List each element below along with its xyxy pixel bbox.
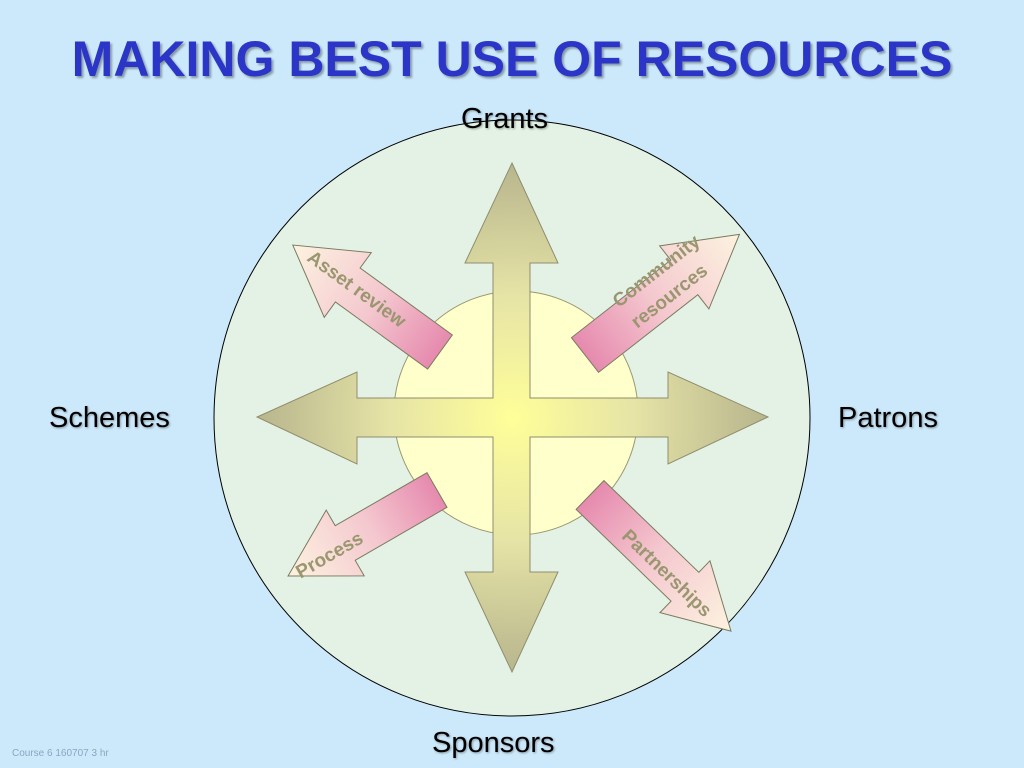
label-grants: Grants: [461, 103, 549, 135]
footer-note: Course 6 160707 3 hr: [12, 748, 109, 759]
inward-arrow-asset-review: [291, 244, 454, 370]
inward-arrow-process: [287, 471, 448, 577]
four-way-arrow: [255, 161, 770, 674]
label-patrons: Patrons: [838, 402, 938, 434]
inward-arrow-partnerships: [575, 479, 732, 632]
inward-arrow-community-resources: [570, 233, 741, 374]
slide-title: MAKING BEST USE OF RESOURCES: [71, 31, 953, 87]
label-schemes: Schemes: [49, 402, 170, 434]
label-sponsors: Sponsors: [432, 727, 555, 759]
